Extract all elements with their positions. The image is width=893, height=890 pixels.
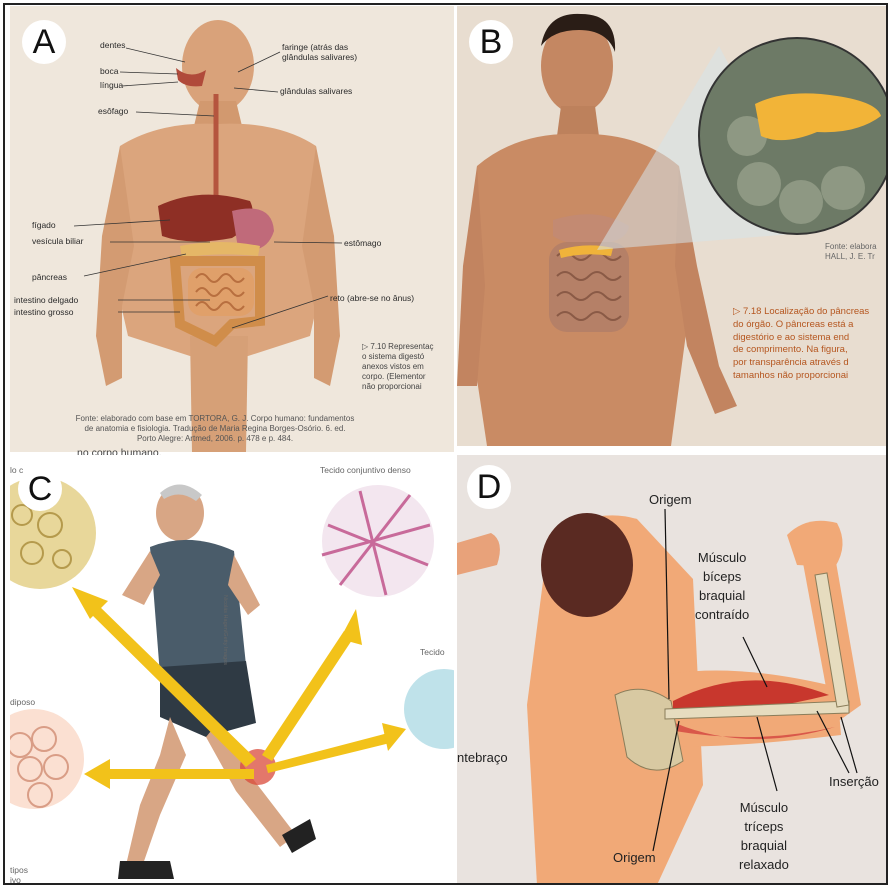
- label-dentes: dentes: [100, 40, 126, 50]
- label-origem-top: Origem: [649, 491, 692, 510]
- photo-credit: Nicolás Hagen/Getty Images: [222, 595, 228, 665]
- figure-caption-b: ▷ 7.18 Localização do pâncreas do órgão.…: [733, 306, 869, 383]
- tissue-label-bottom-1: tipos: [10, 865, 28, 875]
- tissue-label-bottom-2: ivo: [10, 875, 21, 885]
- figure-caption-a: ▷ 7.10 Representaç o sistema digestó ane…: [362, 342, 434, 392]
- label-insercao: Inserção: [829, 773, 879, 792]
- source-a: Fonte: elaborado com base em TORTORA, G.…: [50, 414, 380, 444]
- panel-letter-d: D: [467, 465, 511, 509]
- label-lingua: língua: [100, 80, 123, 90]
- label-esofago: esôfago: [98, 106, 128, 116]
- tissue-label-adipose: diposo: [10, 697, 35, 707]
- tissue-label-dense-connective: Tecido conjuntivo denso: [320, 465, 411, 475]
- panel-a-digestive-system: A dentes boca língua esôfago faringe (at…: [10, 6, 454, 452]
- source-b: Fonte: elabora HALL, J. E. Tr: [825, 242, 877, 262]
- label-boca: boca: [100, 66, 118, 76]
- runner-tissue-illustration: [10, 455, 454, 885]
- label-reto: reto (abre-se no ânus): [330, 293, 414, 303]
- label-glandulas: glândulas salivares: [280, 86, 352, 96]
- panel-d-arm-muscles: D Origem Músculo bíceps braquial contraí…: [457, 455, 887, 885]
- tissue-label-top-left: lo c: [10, 465, 23, 475]
- label-pancreas: pâncreas: [32, 272, 67, 282]
- label-intestino-delgado: intestino delgado: [14, 295, 78, 305]
- label-vesicula: vesícula biliar: [32, 236, 84, 246]
- panel-letter-b: B: [469, 20, 513, 64]
- label-faringe-1: faringe (atrás das: [282, 42, 348, 52]
- label-intestino-grosso: intestino grosso: [14, 307, 74, 317]
- label-origem-bottom: Origem: [613, 849, 656, 868]
- label-figado: fígado: [32, 220, 56, 230]
- panel-letter-a: A: [22, 20, 66, 64]
- panel-letter-c: C: [18, 467, 62, 511]
- label-triceps: Músculo tríceps braquial relaxado: [739, 799, 789, 874]
- arm-muscle-illustration: [457, 455, 887, 885]
- panel-b-pancreas: B Fonte: elabora HALL, J. E. Tr ▷ 7.18 L…: [457, 6, 887, 446]
- tissue-label-right: Tecido: [420, 647, 445, 657]
- panel-c-connective-tissue: C lo c Tecido conjuntivo denso Tecido di…: [10, 455, 454, 885]
- label-estomago: estômago: [344, 238, 381, 248]
- label-antebraco: ntebraço: [457, 749, 508, 768]
- label-faringe-2: glândulas salivares): [282, 52, 357, 62]
- label-biceps: Músculo bíceps braquial contraído: [695, 549, 749, 624]
